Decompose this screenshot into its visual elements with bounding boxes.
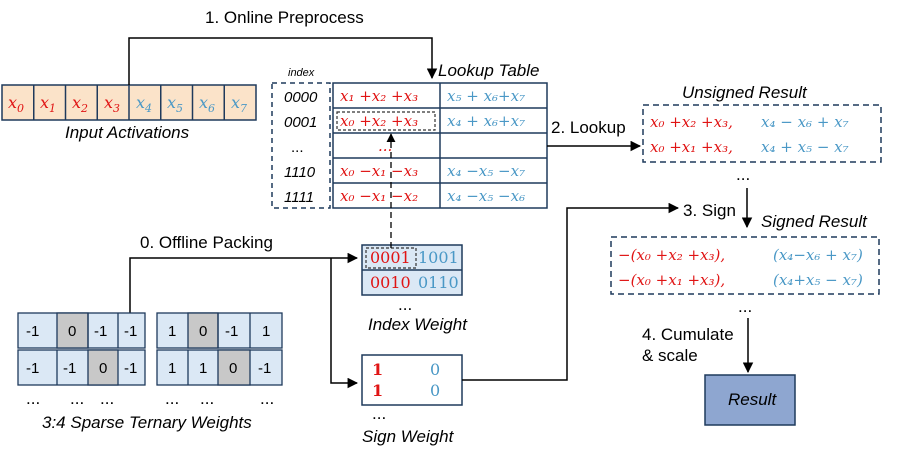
unsigned-red: x₀ +x₂ +x₃,: [650, 113, 733, 131]
unsigned-result-box: x₀ +x₂ +x₃, x₄ − x₆ + x₇ x₀ +x₁ +x₃, x₄ …: [642, 104, 882, 163]
weight-cell: -1: [124, 360, 137, 377]
weight-cell: 0: [229, 360, 237, 377]
unsigned-result-title: Unsigned Result: [682, 83, 808, 102]
weight-cell: 0: [68, 323, 76, 340]
sign-weight-blue: 0: [430, 360, 440, 379]
signed-blue: (x₄+x₅ − x₇): [773, 271, 863, 289]
sign-weight-label: Sign Weight: [362, 427, 455, 446]
weight-cell: 0: [199, 323, 207, 340]
weight-cell: -1: [26, 323, 39, 340]
sparse-ellipsis: ...: [100, 389, 114, 408]
lookup-step-label: 2. Lookup: [551, 118, 626, 137]
weight-cell: -1: [63, 360, 76, 377]
cumulate-label-1: 4. Cumulate: [642, 325, 734, 344]
lookup-index: 0000: [284, 89, 318, 106]
weight-cell: 1: [168, 360, 176, 377]
lookup-blue-cell: x₄ + x₆+x₇: [447, 112, 525, 130]
signed-red: −(x₀ +x₂ +x₃),: [618, 246, 725, 264]
sign-weight-red: 1: [372, 360, 383, 379]
lookup-blue-cell: x₄ −x₅ −x₇: [447, 162, 525, 180]
result-box: Result: [704, 374, 796, 426]
result-label: Result: [728, 390, 777, 409]
activation-cell: x2: [72, 93, 88, 115]
sparse-ellipsis: ...: [200, 389, 214, 408]
lookup-table: 0000 0001 ... 1110 1111 x₁ +x₂ +x₃ x₀ +x…: [271, 82, 548, 209]
signed-result-box: −(x₀ +x₂ +x₃), (x₄−x₆ + x₇) −(x₀ +x₁ +x₃…: [610, 236, 880, 295]
lookup-blue-cell: x₅ + x₆+x₇: [447, 87, 525, 105]
sparse-ellipsis: ...: [26, 389, 40, 408]
weight-cell: -1: [225, 323, 238, 340]
offline-packing-label: 0. Offline Packing: [140, 233, 273, 252]
weight-cell: 1: [199, 360, 207, 377]
index-weight-red: 0001: [370, 248, 411, 267]
sign-weight-arrow: [462, 202, 680, 381]
lookup-highlight: [336, 111, 436, 131]
lookup-red-cell: x₁ +x₂ +x₃: [340, 87, 418, 105]
index-weight-ellipsis: ...: [398, 295, 412, 314]
lookup-table-title: Lookup Table: [438, 61, 539, 80]
activation-cell: x3: [104, 93, 120, 115]
weight-cell: -1: [258, 360, 271, 377]
sparse-ellipsis: ...: [260, 389, 274, 408]
weight-cell: 1: [262, 323, 270, 340]
lookup-index: 0001: [284, 114, 317, 131]
lookup-index: 1111: [284, 189, 314, 206]
activation-cell: x4: [136, 93, 152, 115]
weight-cell: 1: [168, 323, 176, 340]
activation-cell: x5: [167, 93, 183, 115]
lookup-red-cell: x₀ −x₁ −x₂: [340, 187, 418, 205]
index-weight-blue: 0110: [418, 273, 459, 292]
sign-packing-arrow: [330, 258, 359, 389]
weight-cell: -1: [124, 323, 137, 340]
unsigned-blue: x₄ − x₆ + x₇: [761, 113, 849, 131]
lookup-red-cell: ...: [378, 137, 392, 155]
activation-cell: x1: [40, 93, 56, 115]
lookup-blue-cell: x₄ −x₅ −x₆: [447, 187, 525, 205]
index-weight-blue: 1001: [418, 248, 459, 267]
cumulate-label-2: & scale: [642, 346, 698, 365]
sparse-ellipsis: ...: [70, 389, 84, 408]
online-preprocess-arrow: [128, 37, 438, 85]
offline-packing-arrow: [129, 252, 359, 313]
lookup-red-cell: x₀ +x₂ +x₃: [340, 112, 418, 130]
activation-cell: x6: [199, 93, 215, 115]
sign-weight-red: 1: [372, 381, 383, 400]
weight-cell: -1: [26, 360, 39, 377]
sparse-weights-grid: -1 0 -1 -1 1 0 -1 1 -1 -1 0 -1 1 1 0 -1: [17, 312, 283, 386]
weight-cell: -1: [94, 323, 107, 340]
signed-red: −(x₀ +x₁ +x₃),: [618, 271, 725, 289]
sign-weight-ellipsis: ...: [372, 404, 386, 423]
lookup-index: ...: [291, 139, 304, 156]
activation-cell: x7: [231, 93, 247, 115]
activation-row: x0 x1 x2 x3 x4 x5 x6 x7: [1, 84, 257, 121]
online-preprocess-label: 1. Online Preprocess: [205, 8, 364, 27]
lookup-red-cell: x₀ −x₁ −x₃: [340, 162, 418, 180]
lookup-index: 1110: [284, 164, 316, 181]
weight-cell: 0: [99, 360, 107, 377]
input-activations-label: Input Activations: [65, 123, 190, 142]
unsigned-ellipsis: ...: [736, 165, 750, 184]
sign-weight-table: 1 0 1 0: [361, 354, 463, 406]
sign-step-label: 3. Sign: [683, 201, 736, 220]
index-header: index: [288, 67, 315, 79]
signed-result-title: Signed Result: [761, 212, 868, 231]
sparse-ellipsis: ...: [165, 389, 179, 408]
index-weight-table: 0001 1001 0010 0110: [361, 244, 463, 296]
index-weight-label: Index Weight: [368, 315, 468, 334]
signed-blue: (x₄−x₆ + x₇): [773, 246, 863, 264]
index-weight-red: 0010: [370, 273, 411, 292]
sign-weight-blue: 0: [430, 381, 440, 400]
signed-ellipsis: ...: [738, 297, 752, 316]
activation-cell: x0: [8, 93, 24, 115]
unsigned-blue: x₄ + x₅ − x₇: [761, 138, 849, 156]
sparse-weights-label: 3:4 Sparse Ternary Weights: [42, 413, 252, 432]
unsigned-red: x₀ +x₁ +x₃,: [650, 138, 733, 156]
